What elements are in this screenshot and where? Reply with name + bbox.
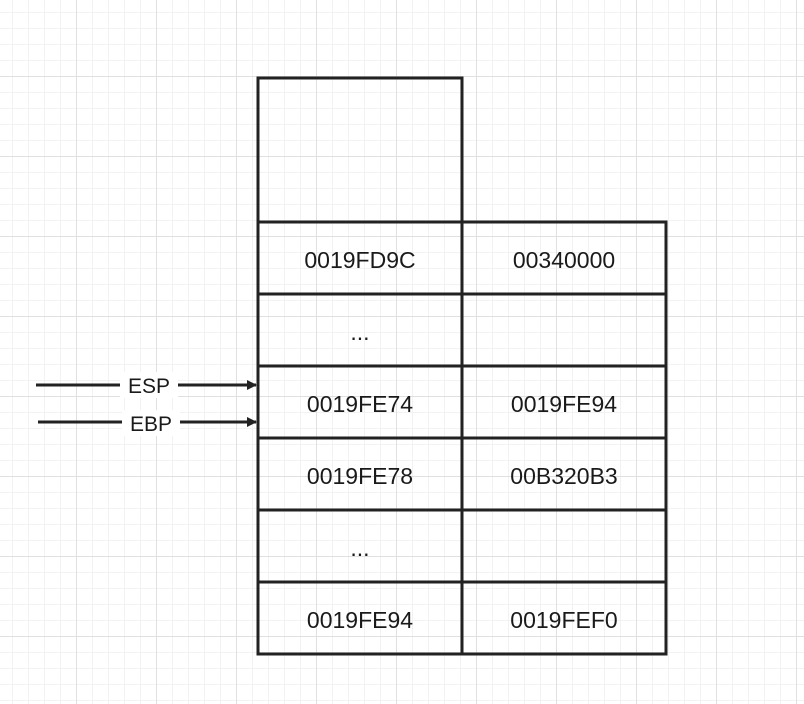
stack-address-cell: 0019FD9C <box>304 247 415 273</box>
stack-value-cell: 00B320B3 <box>510 463 617 489</box>
stack-address-cell: ... <box>350 319 369 345</box>
stack-address-cell: 0019FE94 <box>307 607 413 633</box>
stack-address-cell: ... <box>350 535 369 561</box>
ebp-label: EBP <box>130 413 172 436</box>
stack-address-cell: 0019FE78 <box>307 463 413 489</box>
ebp-label-background <box>122 410 180 436</box>
stack-address-cell: 0019FE74 <box>307 391 413 417</box>
esp-label-background <box>120 372 178 398</box>
stack-value-cell: 00340000 <box>513 247 615 273</box>
stack-value-cell: 0019FEF0 <box>510 607 617 633</box>
esp-label: ESP <box>128 375 170 398</box>
stack-value-cell: 0019FE94 <box>511 391 617 417</box>
